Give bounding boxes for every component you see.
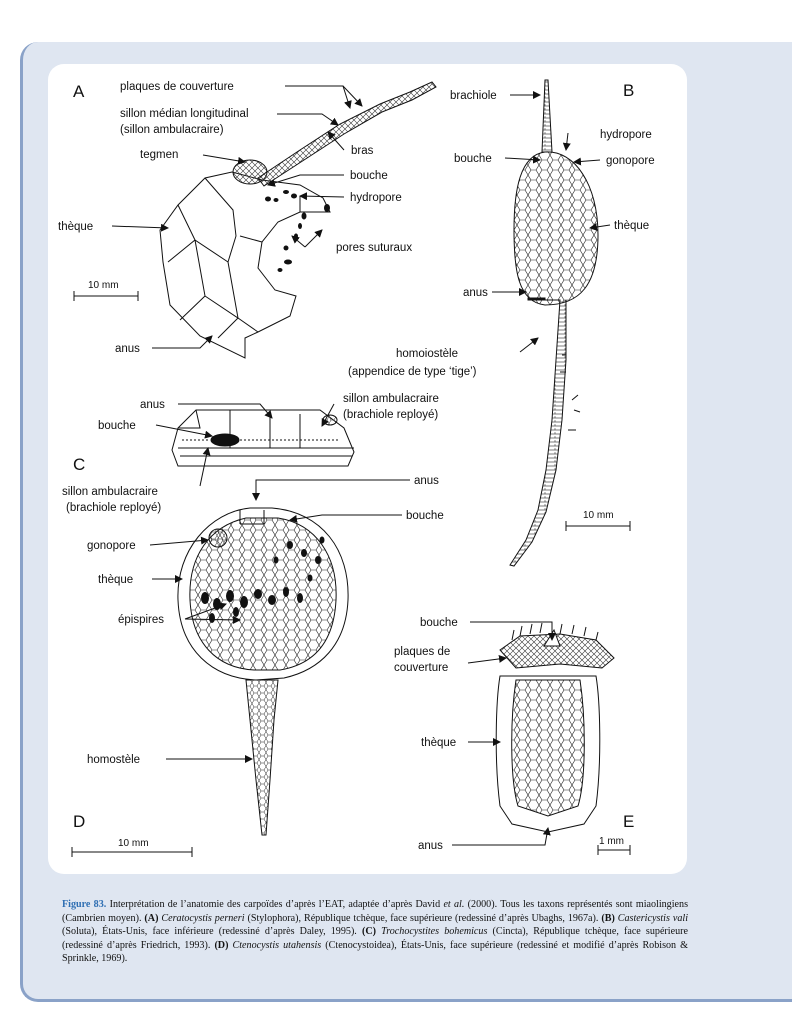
caption-key-c: (C) xyxy=(361,926,376,938)
label-e-anus: anus xyxy=(418,840,443,852)
label-e-theque: thèque xyxy=(421,737,456,749)
label-c-sillon-r1: sillon ambulacraire xyxy=(343,393,439,405)
label-d-anus: anus xyxy=(414,475,439,487)
label-b-scale: 10 mm xyxy=(583,510,614,521)
caption-taxon-a: Ceratocystis perneri xyxy=(161,912,245,924)
panel-c-drawing xyxy=(171,409,355,467)
label-a-sillon-2: (sillon ambulacraire) xyxy=(120,124,224,136)
label-a-bouche: bouche xyxy=(350,170,388,182)
panel-d-drawing xyxy=(71,507,349,857)
caption-taxon-b: Castericystis vali xyxy=(617,912,688,924)
plate-labels: A B C D E plaques de couverture sillon m… xyxy=(58,81,655,852)
label-b-brachiole: brachiole xyxy=(450,90,497,102)
panel-e-arrows xyxy=(452,621,556,846)
label-a-plaques: plaques de couverture xyxy=(120,81,234,93)
label-d-scale: 10 mm xyxy=(118,838,149,849)
brachiole-b xyxy=(541,79,553,153)
label-e-plaques-2: couverture xyxy=(394,662,448,674)
label-a-sillon-1: sillon médian longitudinal xyxy=(120,108,249,120)
caption-rest-c: (Cincta), République tchèque, face supér… xyxy=(62,926,688,951)
panel-d-arrows xyxy=(149,479,410,763)
label-c-sillon-b1: sillon ambulacraire xyxy=(62,486,158,498)
label-a-anus: anus xyxy=(115,343,140,355)
arm-a xyxy=(257,81,437,187)
label-c-anus: anus xyxy=(140,399,165,411)
stem-b xyxy=(509,299,567,567)
caption-taxon-d: Ctenocystis utahensis xyxy=(232,939,322,951)
panel-letter-d: D xyxy=(73,812,85,831)
label-e-scale: 1 mm xyxy=(599,836,624,847)
panel-a-arrows xyxy=(111,85,363,349)
cover-plates-e xyxy=(499,633,615,669)
theca-b xyxy=(513,151,599,306)
label-b-gonopore: gonopore xyxy=(606,155,655,167)
label-a-hydropore: hydropore xyxy=(350,192,402,204)
caption-key-a: (A) xyxy=(144,912,159,924)
label-e-bouche: bouche xyxy=(420,617,458,629)
label-d-theque: thèque xyxy=(98,574,133,586)
stem-d xyxy=(245,679,279,836)
panel-letter-c: C xyxy=(73,455,85,474)
label-a-bras: bras xyxy=(351,145,374,157)
panel-letter-e: E xyxy=(623,812,634,831)
label-a-scale: 10 mm xyxy=(88,280,119,291)
theca-e xyxy=(495,675,601,833)
caption-intro: Interprétation de l’anatomie des carpoïd… xyxy=(109,899,441,911)
caption-figure-number: Figure 83. xyxy=(62,899,107,911)
caption-rest-b: (Soluta), États-Unis, face inférieure (r… xyxy=(62,926,357,938)
panel-letter-b: B xyxy=(623,81,634,100)
mouth-c xyxy=(210,433,240,447)
label-c-sillon-r2: (brachiole reployé) xyxy=(343,409,438,421)
caption-key-b: (B) xyxy=(601,912,615,924)
label-b-bouche: bouche xyxy=(454,153,492,165)
caption-intro-end: (2000). Tous les taxons représentés sont… xyxy=(62,899,688,924)
theca-c xyxy=(171,409,355,467)
label-b-hydropore: hydropore xyxy=(600,129,652,141)
label-d-bouche: bouche xyxy=(406,510,444,522)
label-d-epispires: épispires xyxy=(118,614,164,626)
panel-b-drawing xyxy=(509,79,631,567)
caption-key-d: (D) xyxy=(214,939,229,951)
panel-b-arrows xyxy=(492,91,611,353)
label-a-tegmen: tegmen xyxy=(140,149,178,161)
figure-caption: Figure 83. Interprétation de l’anatomie … xyxy=(62,898,688,966)
label-c-bouche: bouche xyxy=(98,420,136,432)
label-b-anus: anus xyxy=(463,287,488,299)
label-b-homoiostele-1: homoiostèle xyxy=(396,348,458,360)
caption-etal: et al. xyxy=(443,899,465,911)
panel-c-arrows xyxy=(155,403,335,487)
label-c-sillon-b2: (brachiole reployé) xyxy=(66,502,161,514)
theca-a xyxy=(159,171,331,359)
suture-pores-a xyxy=(265,190,330,272)
label-b-homoiostele-2: (appendice de type ‘tige’) xyxy=(348,366,477,378)
label-d-homostele: homostèle xyxy=(87,754,140,766)
caption-taxon-c: Trochocystites bohemicus xyxy=(381,926,488,938)
caption-rest-a: (Stylophora), République tchèque, face s… xyxy=(247,912,599,924)
label-e-plaques-1: plaques de xyxy=(394,646,450,658)
panel-e-drawing xyxy=(495,622,631,855)
label-d-gonopore: gonopore xyxy=(87,540,136,552)
label-a-pores: pores suturaux xyxy=(336,242,412,254)
caption-rest-d: (Ctenocystoidea), États-Unis, face supér… xyxy=(62,939,688,965)
label-b-theque: thèque xyxy=(614,220,649,232)
gonopore-d xyxy=(208,528,228,548)
panel-letter-a: A xyxy=(73,82,85,101)
label-a-theque: thèque xyxy=(58,221,93,233)
